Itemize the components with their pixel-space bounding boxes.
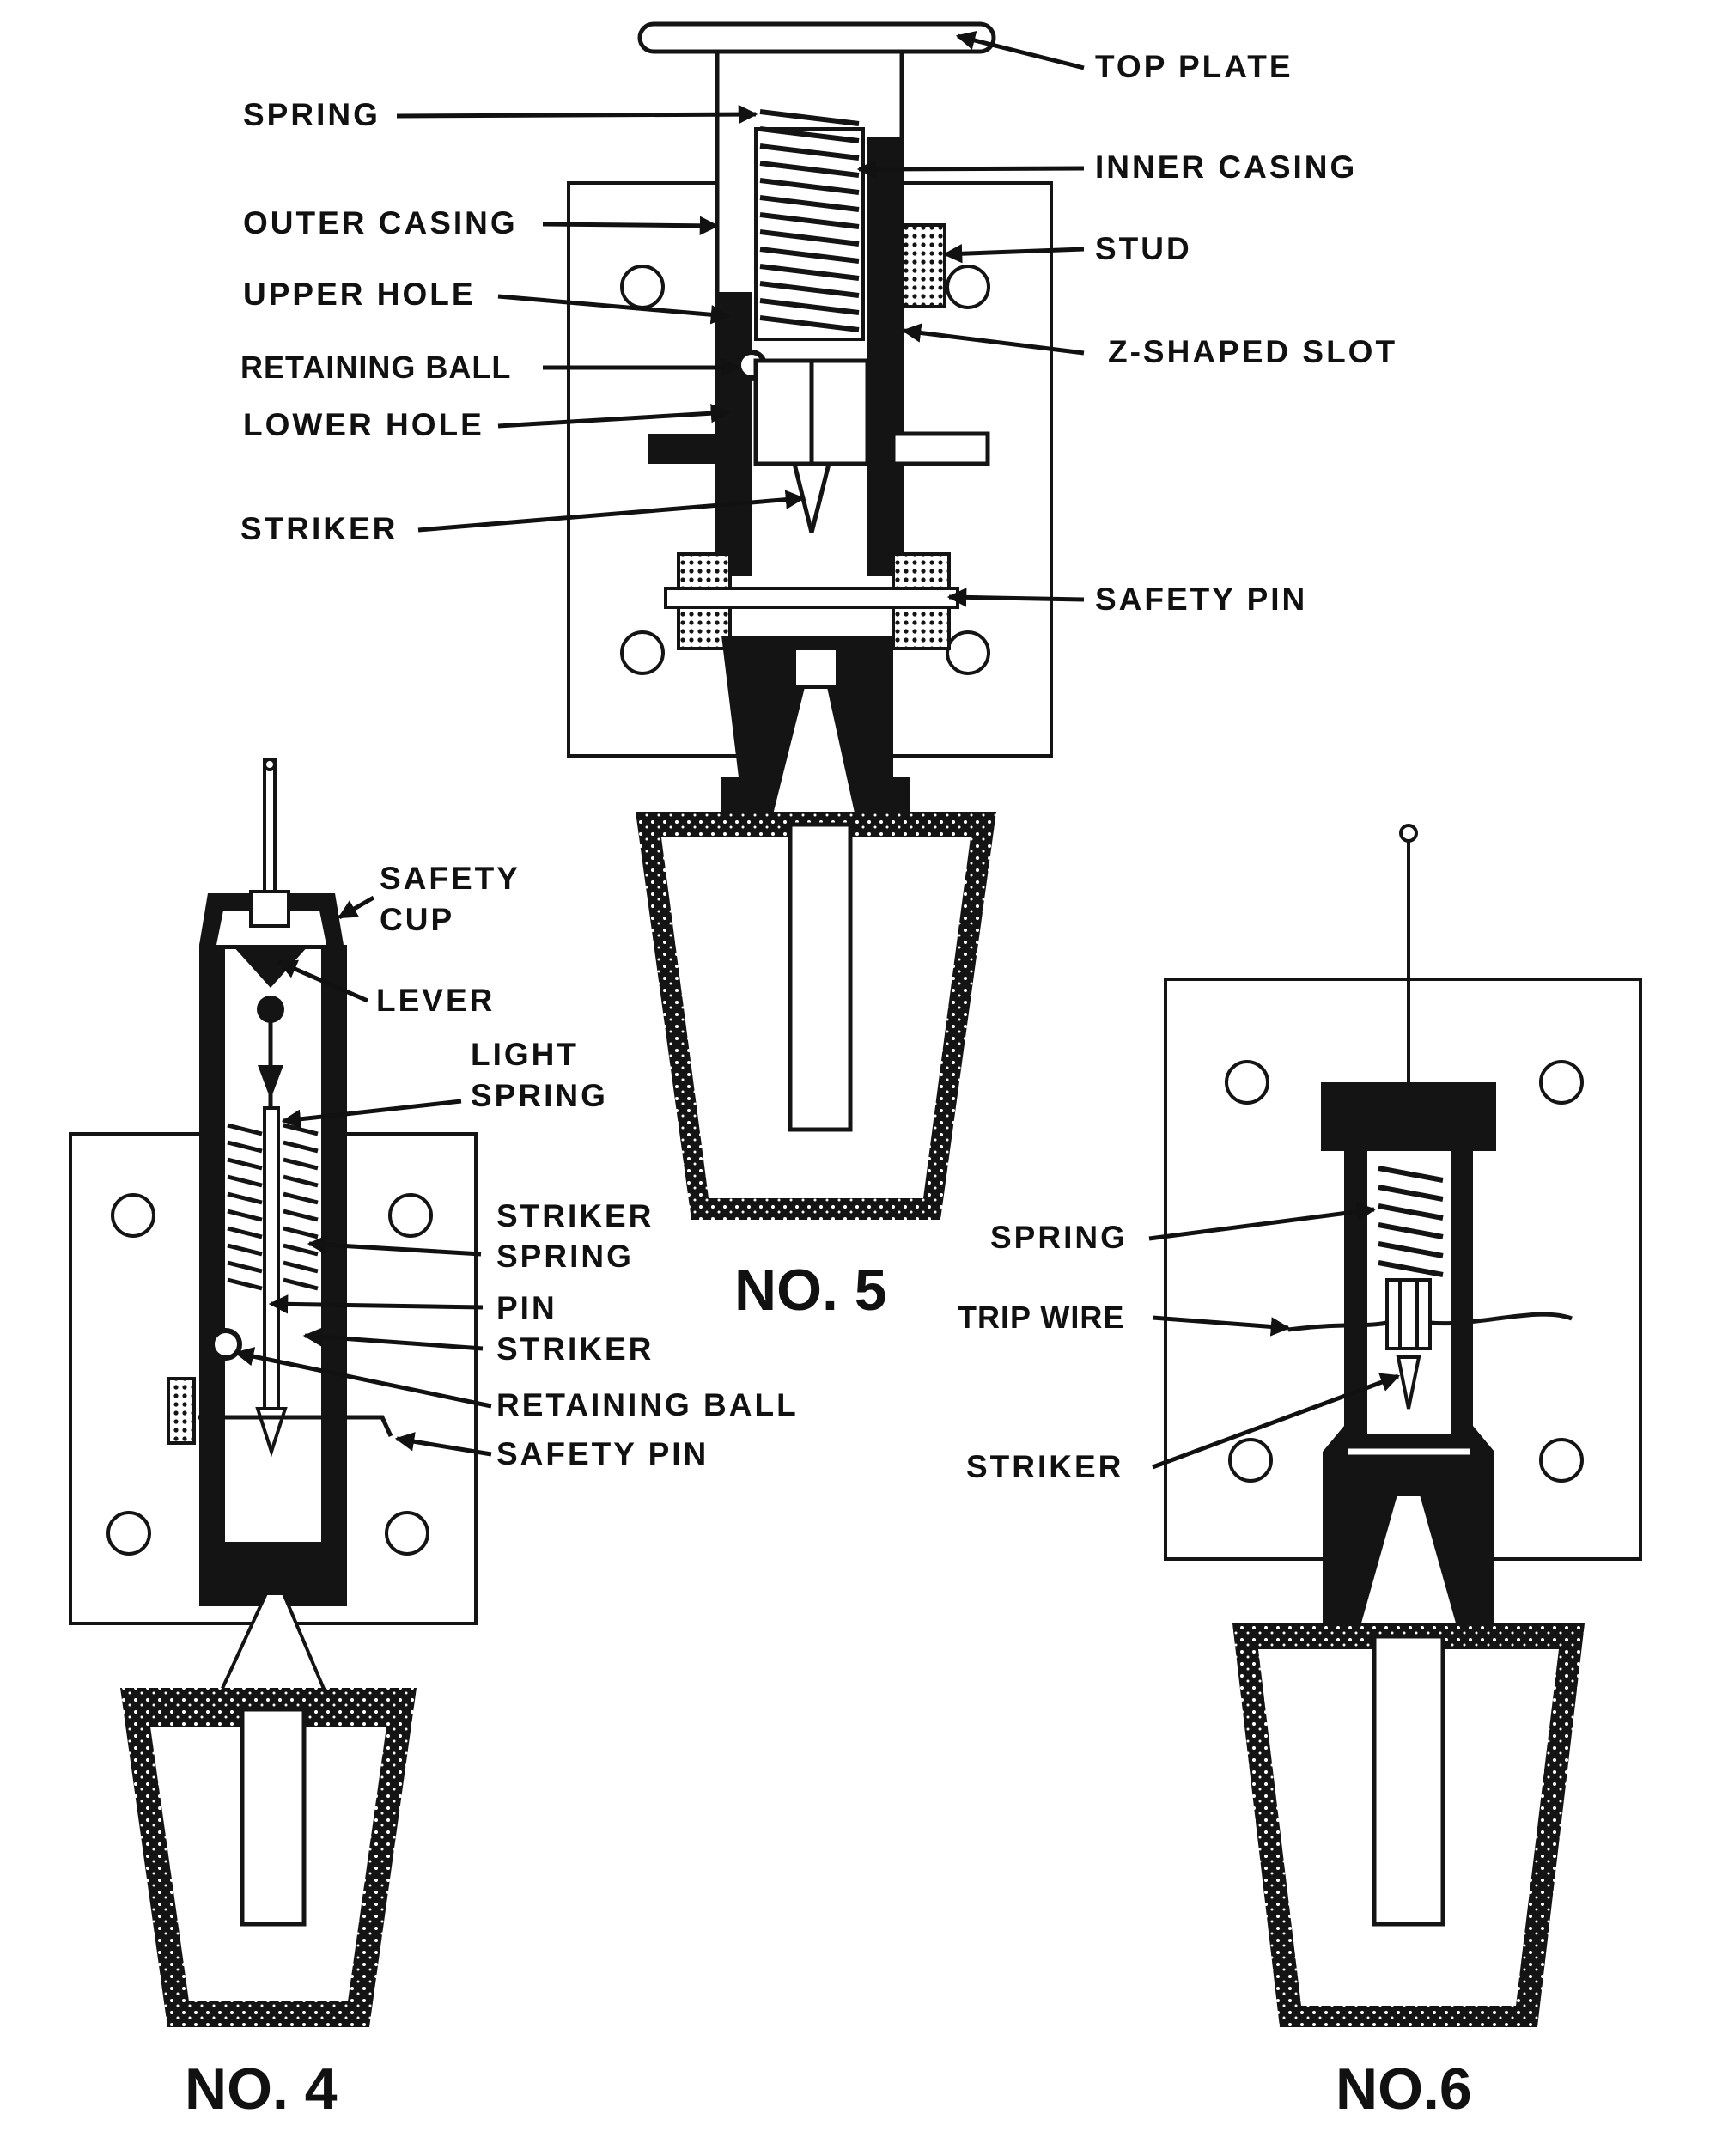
no5-plate-hole [946,265,990,309]
no6-spring [1378,1166,1444,1277]
figure-no5 [567,21,1053,1220]
no5-spring [759,109,860,332]
leader-lines [234,31,1401,1470]
no6-plate-hole [1225,1060,1269,1105]
no6-plate-hole [1539,1438,1584,1483]
label-striker: STRIKER [966,1449,1123,1484]
no4-lever [232,945,309,988]
no5-plate-hole [946,630,990,675]
no4-plate-hole [385,1511,429,1556]
no5-casing-wall-right [867,137,902,576]
no5-plate-hole [620,630,665,675]
no4-side-knob [167,1377,196,1445]
label-trip-wire: TRIP WIRE [958,1300,1124,1335]
no5-flange-left [648,434,726,464]
label-retaining-ball: RETAINING BALL [496,1387,799,1422]
no6-pull-eye [1399,824,1418,843]
caption-no6: NO.6 [1336,2056,1472,2122]
label-safety-pin: SAFETY PIN [496,1436,709,1471]
caption-no5: NO. 5 [734,1258,887,1323]
label-retaining-ball: RETAINING BALL [240,350,511,385]
label-striker-spring-2: SPRING [496,1239,634,1274]
label-spring: SPRING [990,1220,1128,1255]
no4-cup-cap [249,890,290,928]
figure-no4 [69,758,478,2027]
label-light-spring-2: SPRING [471,1078,608,1113]
no4-safety-pin [198,1415,393,1438]
no4-pull-stem [263,758,277,895]
label-safety-pin: SAFETY PIN [1095,582,1307,617]
label-z-shaped-slot: Z-SHAPED SLOT [1108,334,1397,369]
no6-detonator-well [1372,1634,1445,1927]
label-top-plate: TOP PLATE [1095,49,1293,84]
label-light-spring-1: LIGHT [471,1037,579,1072]
no4-striker-spring [227,1123,319,1291]
no5-detonator-well [788,822,853,1132]
label-spring: SPRING [243,97,380,132]
no4-safety-cup [199,893,344,945]
no4-plate-hole [106,1511,151,1556]
label-striker: STRIKER [240,511,398,546]
figure-no6 [1164,824,1642,2027]
no5-labels: TOP PLATE SPRING INNER CASING OUTER CASI… [240,49,1397,1323]
no4-retaining-ball [210,1328,242,1361]
no6-plate-hole [1228,1438,1273,1483]
no4-plate-hole [111,1193,155,1238]
no6-safety-disc [1345,1446,1473,1458]
label-inner-casing: INNER CASING [1095,149,1357,185]
label-upper-hole: UPPER HOLE [243,277,476,312]
label-striker: STRIKER [496,1331,654,1367]
no5-flange-right [891,431,990,466]
no5-stud [900,223,946,308]
label-pin: PIN [496,1290,557,1325]
label-striker-spring-1: STRIKER [496,1198,654,1233]
no5-top-plate [637,21,996,54]
no4-detonator-well [240,1707,307,1927]
label-lower-hole: LOWER HOLE [243,407,484,442]
caption-no4: NO. 4 [185,2056,338,2122]
no6-striker-body [1385,1278,1432,1350]
no6-plate-hole [1539,1060,1584,1105]
label-safety-cup-2: CUP [380,902,454,937]
no4-pull-eye [263,758,277,771]
no4-striker-rod [263,1106,280,1410]
no5-safety-pin [664,587,959,609]
label-outer-casing: OUTER CASING [243,205,518,241]
label-stud: STUD [1095,231,1192,266]
no4-plate-hole [388,1193,433,1238]
no6-labels: SPRING TRIP WIRE STRIKER NO.6 [958,1220,1472,2122]
no6-striker-point [1396,1355,1421,1410]
label-safety-cup-1: SAFETY [380,861,520,896]
no5-detonator-cap [793,647,839,689]
label-lever: LEVER [376,983,495,1018]
no5-plate-hole [620,265,665,309]
no6-trip-wire [1287,1312,1573,1332]
no4-lever-ball [257,996,284,1023]
no4-labels: SAFETY CUP LEVER LIGHT SPRING STRIKER SP… [185,861,799,2122]
